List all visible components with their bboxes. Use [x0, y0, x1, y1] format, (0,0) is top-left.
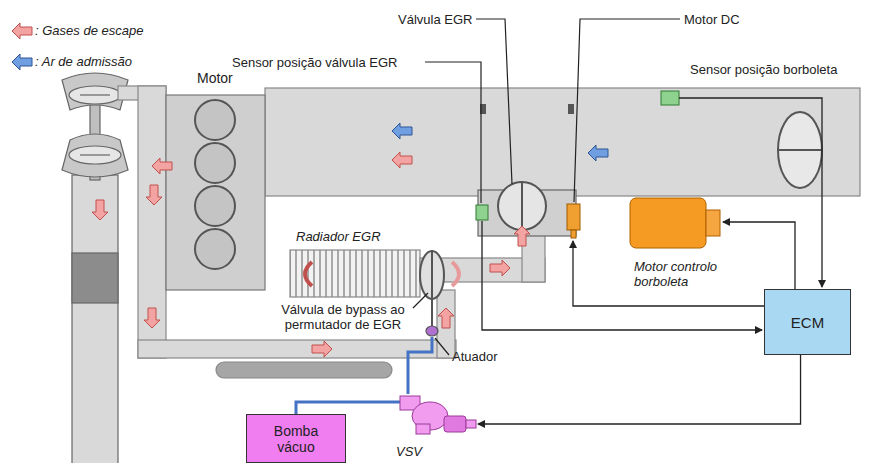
intake-duct — [265, 88, 860, 196]
connector — [478, 355, 801, 424]
node-text: VSV — [396, 444, 422, 460]
legend-text: : Gases de escape — [35, 23, 143, 38]
ecm-box: ECM — [764, 289, 851, 355]
part-label: Válvula EGR — [398, 12, 478, 27]
part-label: Atuador — [452, 349, 522, 364]
part-label: Válvula de bypass ao permutador de EGR — [256, 302, 430, 332]
node-text: ECM — [791, 314, 824, 331]
connector — [296, 402, 400, 414]
actuators-sensors — [476, 91, 720, 248]
node-text: Bomba vácuo — [266, 423, 326, 455]
part-label: Radiador EGR — [296, 229, 406, 244]
vacuum-hose — [408, 337, 432, 394]
part-label: Motor DC — [684, 12, 764, 27]
engine-block — [166, 95, 265, 290]
part-label: Motor controlo borboleta — [634, 259, 734, 289]
turbocharger — [62, 73, 128, 463]
part-label: Motor — [197, 70, 257, 86]
vacuum-pump-box: Bomba vácuo — [246, 414, 346, 463]
vsv-valve: VSV — [386, 388, 478, 462]
flow-arrows — [92, 123, 608, 357]
part-label: Sensor posição borboleta — [690, 62, 870, 77]
legend-arrows — [12, 23, 32, 70]
legend-text: : Ar de admissão — [35, 54, 132, 69]
part-label: Sensor posição válvula EGR — [232, 55, 424, 70]
leader-lines — [413, 19, 680, 355]
